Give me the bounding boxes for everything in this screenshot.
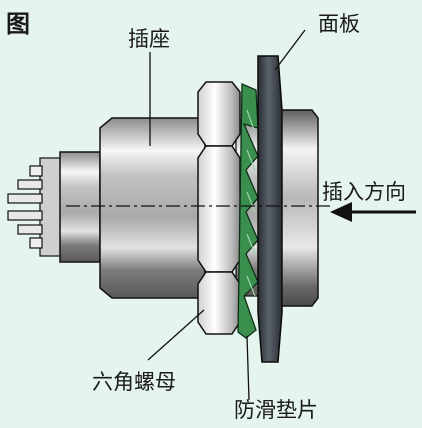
insert-direction-label: 插入方向 [322, 180, 406, 204]
socket-label: 插座 [128, 27, 170, 51]
washer-label: 防滑垫片 [234, 398, 318, 422]
figure-label: 图 [6, 9, 30, 38]
connector-pins [7, 157, 65, 257]
anti-slip-washer [237, 83, 259, 339]
hex-nut [197, 81, 241, 335]
rear-collar [59, 151, 101, 263]
front-flange [281, 109, 319, 307]
leader-lines [147, 29, 306, 401]
panel-label: 面板 [318, 12, 360, 36]
hex-nut-label: 六角螺母 [92, 370, 176, 394]
insert-direction-arrow [330, 202, 416, 222]
socket-body [99, 117, 206, 299]
front-panel [257, 55, 283, 363]
